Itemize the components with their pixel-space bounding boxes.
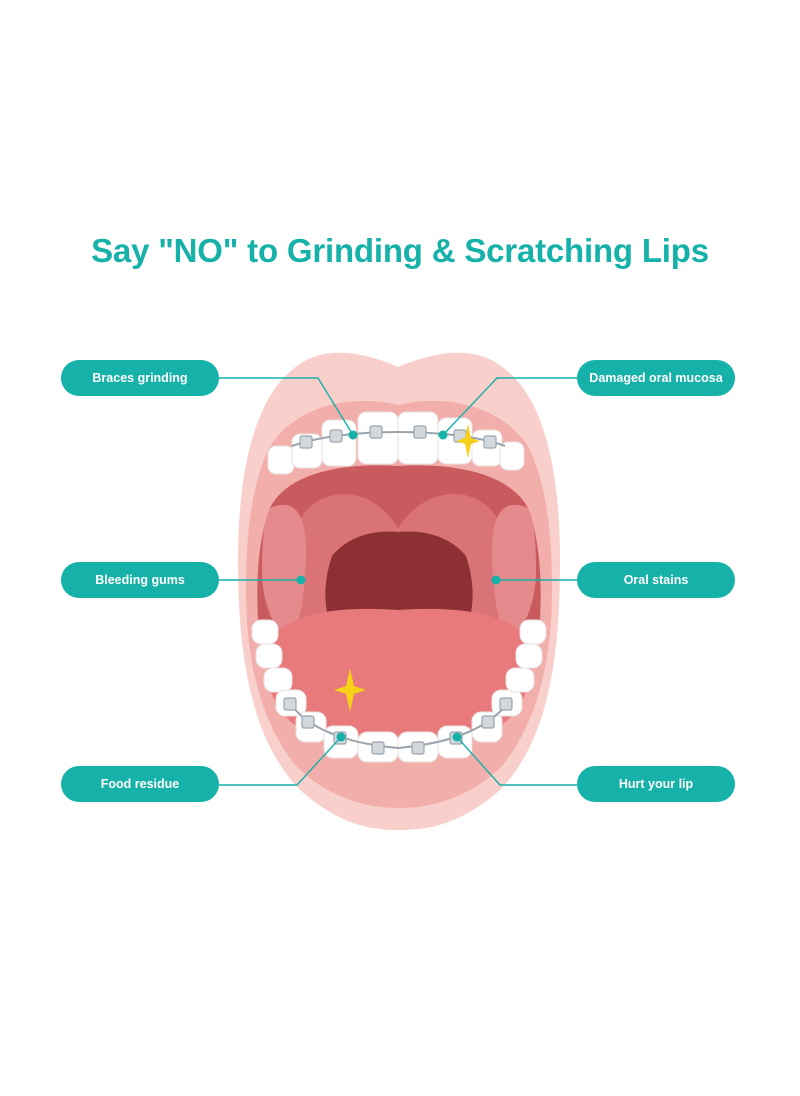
dot-oral-stains — [491, 575, 501, 585]
tongue — [266, 608, 531, 748]
dot-bleeding-gums — [296, 575, 306, 585]
label-bleeding-gums: Bleeding gums — [61, 562, 219, 598]
label-braces-grinding: Braces grinding — [61, 360, 219, 396]
tooth — [515, 643, 543, 669]
brace-bracket — [413, 425, 427, 439]
tooth — [519, 619, 547, 645]
label-oral-stains: Oral stains — [577, 562, 735, 598]
right-cheek — [491, 504, 536, 640]
brace-bracket — [499, 697, 513, 711]
label-damaged-oral-mucosa: Damaged oral mucosa — [577, 360, 735, 396]
brace-bracket — [481, 715, 495, 729]
brace-bracket — [301, 715, 315, 729]
brace-bracket — [283, 697, 297, 711]
tooth — [499, 441, 525, 471]
throat-opening — [325, 531, 473, 618]
tooth — [255, 643, 283, 669]
tooth — [263, 667, 293, 693]
left-cheek — [262, 504, 307, 640]
label-food-residue: Food residue — [61, 766, 219, 802]
leader-damaged-oral-mucosa — [442, 377, 577, 436]
sparkle-icon — [456, 424, 480, 458]
label-hurt-your-lip: Hurt your lip — [577, 766, 735, 802]
brace-bracket — [483, 435, 497, 449]
tooth — [251, 619, 279, 645]
sparkle-icon — [334, 668, 366, 712]
brace-bracket — [329, 429, 343, 443]
brace-bracket — [369, 425, 383, 439]
upper-brace-wire — [291, 430, 506, 447]
page-title: Say "NO" to Grinding & Scratching Lips — [91, 232, 709, 269]
leader-lines — [219, 377, 577, 786]
leader-dots — [296, 430, 501, 742]
leader-braces-grinding — [219, 377, 354, 436]
leader-food-residue — [219, 736, 342, 786]
tooth — [321, 419, 357, 467]
brace-bracket — [411, 741, 425, 755]
dot-braces-grinding — [348, 430, 358, 440]
dot-hurt-your-lip — [452, 732, 462, 742]
dot-food-residue — [336, 732, 346, 742]
dot-damaged-oral-mucosa — [438, 430, 448, 440]
tooth — [267, 445, 295, 475]
brace-bracket — [299, 435, 313, 449]
tooth — [505, 667, 535, 693]
leader-hurt-your-lip — [456, 736, 577, 786]
brace-bracket — [371, 741, 385, 755]
